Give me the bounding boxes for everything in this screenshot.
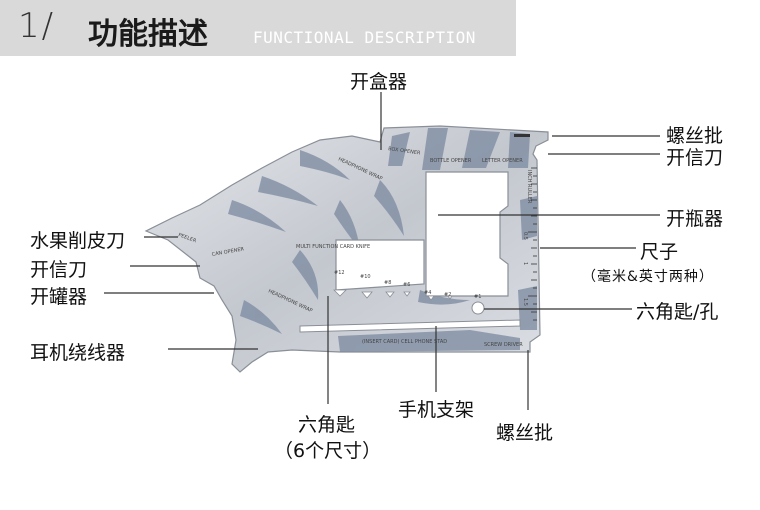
label-hex-wrench: 六角匙	[298, 410, 355, 437]
engraving-hex-6: #6	[403, 282, 410, 288]
hex-hole	[472, 302, 484, 314]
engraving-hex-2: #2	[444, 292, 451, 298]
label-hex-wrench-note: （6个尺寸）	[274, 436, 381, 463]
label-headphone-winder: 耳机绕线器	[30, 338, 125, 365]
bottle-opener-window	[426, 172, 508, 296]
label-ruler-note: （毫米&英寸两种）	[582, 266, 714, 286]
engraving-phone-stand: (INSERT CARD) CELL PHONE STAD	[362, 339, 447, 345]
screwdriver-slot	[514, 134, 530, 137]
label-screwdriver-bottom: 螺丝批	[496, 418, 553, 445]
engraving-letter-opener: LETTER OPENER	[482, 158, 523, 164]
label-can-opener: 开罐器	[30, 282, 87, 309]
engraving-multi-function: MULTI FUNCTION CARD KNIFE	[296, 244, 370, 250]
engraving-hex-4: #4	[424, 290, 431, 296]
engraving-hex-8: #8	[384, 280, 391, 286]
label-letter-opener-right: 开信刀	[666, 143, 723, 170]
label-letter-opener-left: 开信刀	[30, 255, 87, 282]
label-phone-stand: 手机支架	[398, 395, 474, 422]
engraving-ruler-0-5: 0.5	[522, 232, 528, 240]
engraving-hex-12: #12	[334, 270, 345, 276]
engraving-hex-10: #10	[360, 274, 371, 280]
label-hex-wrench-hole: 六角匙/孔	[636, 297, 718, 324]
engraving-ruler-1: 1	[522, 262, 528, 265]
engraving-bottle-opener: BOTTLE OPENER	[430, 158, 472, 164]
label-fruit-peeler: 水果削皮刀	[30, 226, 125, 253]
engraving-hex-1: #1	[474, 294, 481, 300]
engraving-ruler-1-5: 1.5	[522, 298, 528, 306]
label-bottle-opener: 开瓶器	[666, 204, 723, 231]
label-box-opener: 开盒器	[350, 67, 407, 94]
engraving-screwdriver: SCREW DRIVER	[484, 342, 523, 348]
label-ruler: 尺子	[640, 237, 678, 264]
engraving-inch-ruler: INCH RULLER	[526, 170, 532, 204]
